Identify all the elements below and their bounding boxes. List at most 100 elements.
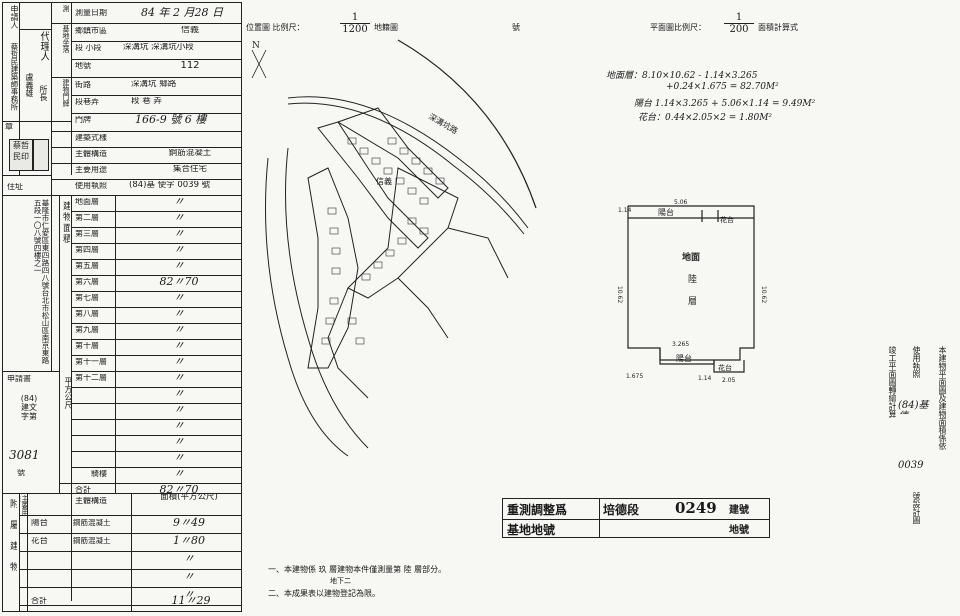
floor-value: 〃 <box>173 260 185 272</box>
auxiliary-label: 附屬建物 <box>8 499 17 583</box>
calc-line-3: 陽台 1.14×3.265 + 5.06×1.14 = 9.49M² <box>634 99 816 109</box>
floor-label: 第十二層 <box>75 374 107 382</box>
lot-value: 112 <box>180 60 200 71</box>
plan-room-3: 層 <box>688 296 697 307</box>
parcel-label: 信義 <box>376 176 392 186</box>
north-label: N <box>252 41 260 51</box>
lot-box-number: 0249 <box>675 499 717 517</box>
sheet-label: 號 <box>512 23 520 32</box>
main-structure-label: 主體構造 <box>75 150 107 158</box>
township-label: 鄉鎮市區 <box>75 27 107 35</box>
floor-label: 第十層 <box>75 342 99 350</box>
application-number: 3081 <box>9 449 40 462</box>
floor-label: 第二層 <box>75 214 99 222</box>
lot-label: 地號 <box>75 62 91 70</box>
aux-use <box>31 555 71 567</box>
floor-plan: 陽台 花台 地面 陸 層 陽台 花台 5.06 10.62 10.62 3.26… <box>616 199 767 384</box>
person-seal-stamp <box>33 139 49 171</box>
survey-label: 測 <box>62 5 69 12</box>
floor-label: 地面層 <box>75 198 99 206</box>
floor-value: 〃 <box>173 292 185 304</box>
main-structure-value: 鋼筋混凝土 <box>168 149 212 158</box>
blank-floor-value: 〃 <box>173 420 185 432</box>
floor-value: 〃 <box>173 308 185 320</box>
plan-dim-bottom: 3.265 <box>672 341 689 348</box>
aux-structure <box>73 591 131 603</box>
aux-structure-col: 主體構造 <box>75 497 107 505</box>
building-data-form: 申請人 代理人 蔡哲民建築師事務所 盧義雄 所長 章 蔡哲民印 測 測量日期 8… <box>2 2 242 612</box>
lot-box-row-1: 重測調整爲 培德段 0249 建號 <box>503 499 769 520</box>
location-map: N 深溝坑路 信義 <box>251 39 537 457</box>
floor-label: 第五層 <box>75 262 99 270</box>
total-label: 合計 <box>75 486 91 494</box>
plan-flower-bottom: 花台 <box>718 363 732 372</box>
building-door-label: 建物門牌 <box>62 79 69 107</box>
blank-floor-value: 〃 <box>173 452 185 464</box>
area-calc-label: 面積計算式 <box>758 23 798 32</box>
plan-dim-top: 5.06 <box>674 199 688 206</box>
door-value: 166-9 號 6 樓 <box>135 114 207 126</box>
floors-area-label: 建物面積 <box>61 201 70 245</box>
plan-dim-bottom-left: 1.675 <box>626 373 643 380</box>
floor-value: 〃 <box>173 324 185 336</box>
lot-box-label-1: 重測調整爲 <box>507 503 568 517</box>
lot-box-suffix-2: 地號 <box>729 525 749 536</box>
aux-structure: 鋼筋混凝土 <box>73 519 111 527</box>
floor-label: 第十一層 <box>75 358 107 366</box>
note-1-sub: 地下二 <box>330 577 351 585</box>
location-map-label: 位置圖 比例尺： <box>246 23 305 32</box>
application-suffix: 號 <box>17 469 25 477</box>
street-value: 深溝坑 鄉路 <box>131 80 177 89</box>
license-label: 使用執照 <box>75 182 107 190</box>
plan-dim-right: 10.62 <box>760 286 767 303</box>
blank-floor-value: 〃 <box>173 404 185 416</box>
lot-box-suffix-1: 建號 <box>729 505 749 516</box>
floor-label: 第四層 <box>75 246 99 254</box>
blank-floor-value: 〃 <box>173 436 185 448</box>
aux-structure <box>73 555 131 567</box>
side-note-col4: 號設計圖 <box>912 492 920 524</box>
plan-dim-bottom-right: 2.05 <box>722 377 736 384</box>
township-value: 信義 <box>180 26 199 35</box>
aux-area: 〃 <box>183 589 195 601</box>
application-label: 申請書 <box>7 375 31 383</box>
building-style-label: 建築式樣 <box>75 134 107 142</box>
annex-value: 〃 <box>173 468 185 480</box>
section-label: 段 小段 <box>75 44 102 52</box>
survey-date-value: 84 年 2 月28 日 <box>141 7 223 19</box>
annex-label: 騎樓 <box>91 470 107 478</box>
aux-main-use-col: 主要用途 <box>20 495 28 516</box>
aux-area: 〃 <box>183 571 195 583</box>
lot-box-section: 培德段 <box>603 503 640 517</box>
aux-use <box>31 573 71 585</box>
aux-area: 1〃80 <box>173 535 205 547</box>
floor-value: 〃 <box>173 356 185 368</box>
calc-line-2: +0.24×1.675 = 82.70M² <box>666 82 779 92</box>
aux-area: 〃 <box>183 553 195 565</box>
door-label: 門牌 <box>75 116 91 124</box>
side-note-license: (84)基使 <box>898 400 929 414</box>
floor-label: 第七層 <box>75 294 99 302</box>
cadastral-label: 地籍圖 <box>374 23 398 32</box>
plan-dim-topleft: 1.14 <box>618 207 632 214</box>
agent-firm: 蔡哲民建築師事務所 <box>10 43 18 111</box>
address-label: 住址 <box>7 183 23 191</box>
agent-person: 盧義雄 <box>25 73 33 97</box>
side-note-col3: 竣工平面圖轉繪計算 <box>888 346 896 418</box>
survey-date-label: 測量日期 <box>75 9 107 17</box>
floor-value: 82〃70 <box>159 276 199 288</box>
plan-dim-bottom-mid: 1.14 <box>698 375 712 382</box>
main-use-label: 主要用途 <box>75 166 107 174</box>
total-value: 82〃70 <box>159 484 199 496</box>
floor-value: 〃 <box>173 228 185 240</box>
sqm-label: 平方公尺 <box>64 377 72 409</box>
floor-label: 第九層 <box>75 326 99 334</box>
aux-area: 9〃49 <box>173 517 205 529</box>
side-note-col1: 本建物平面圖及建物面積係依 <box>938 346 946 450</box>
lot-box-label-2: 基地地號 <box>507 523 556 537</box>
floor-value: 〃 <box>173 212 185 224</box>
